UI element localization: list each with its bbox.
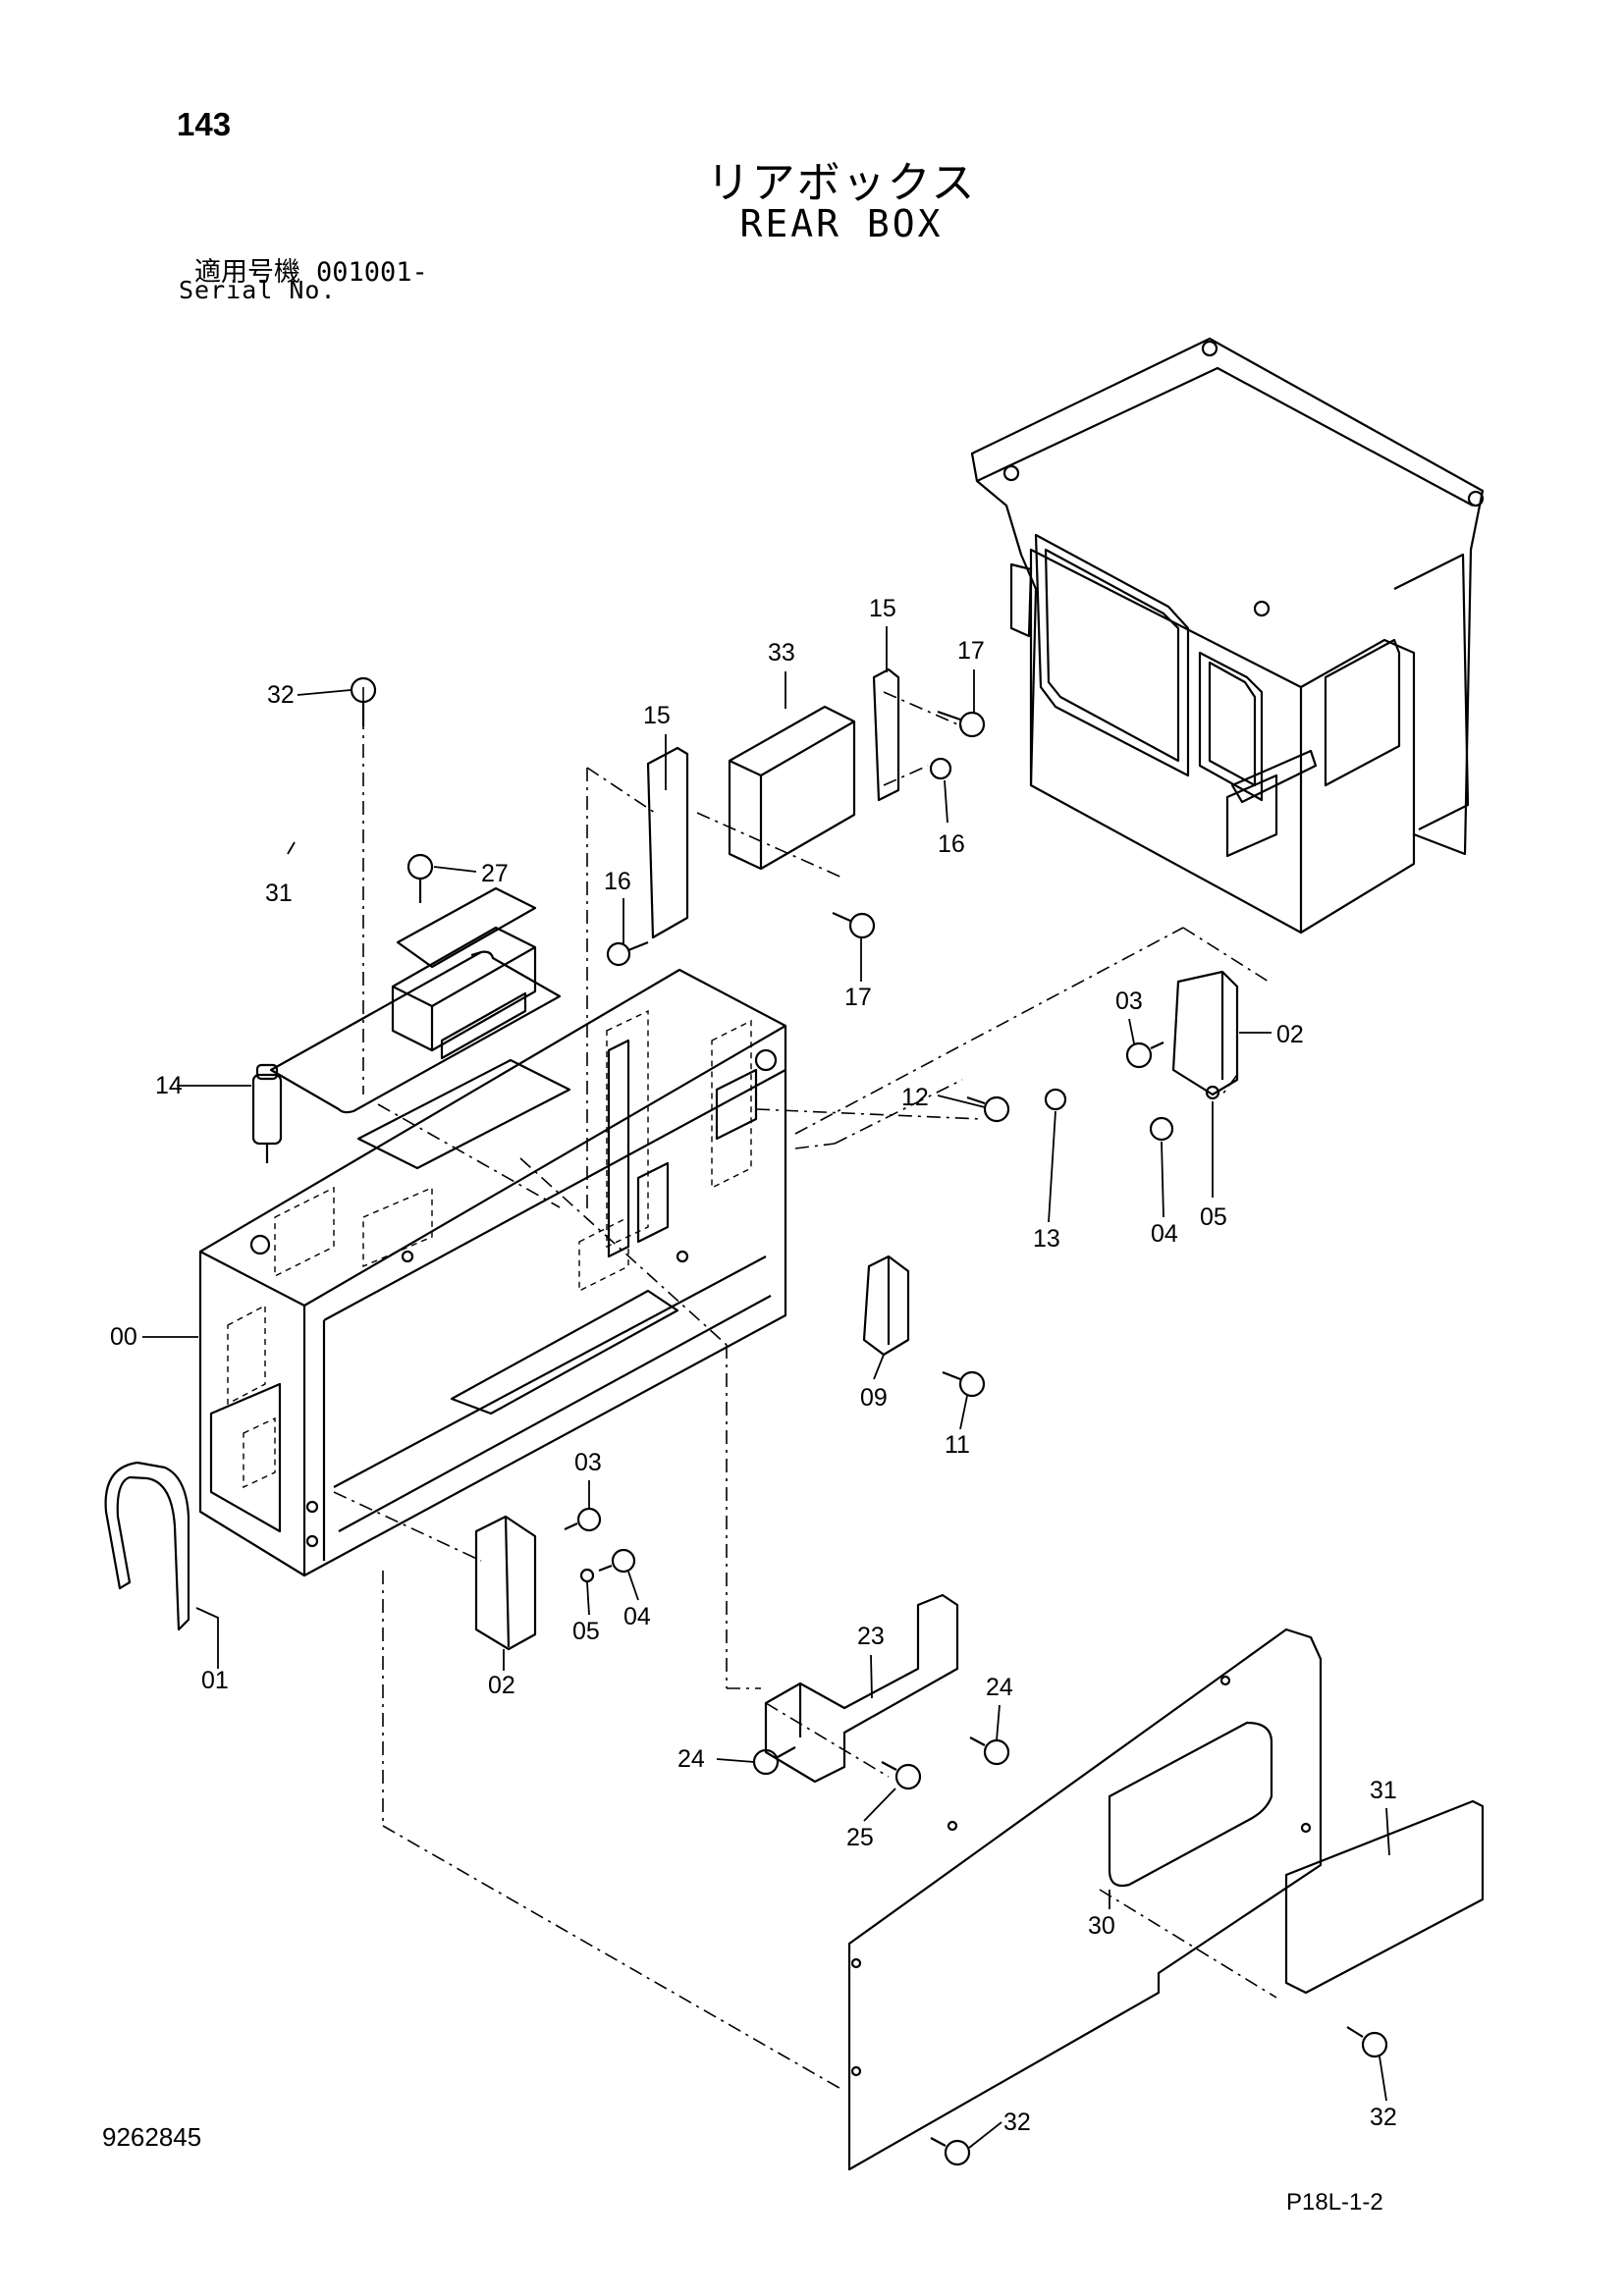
controller-and-brackets <box>646 667 900 939</box>
callout-01: 01 <box>201 1667 229 1694</box>
callout-leader-31 <box>1385 1807 1390 1856</box>
callout-leader-01 <box>195 1607 219 1669</box>
handle-part <box>104 1461 190 1631</box>
callout-leader-05 <box>586 1581 590 1616</box>
document-number: 9262845 <box>102 2122 202 2152</box>
connector-09 <box>862 1255 910 1357</box>
serial-label-english: Serial No. <box>179 276 337 304</box>
connector-02-lower <box>474 1515 537 1651</box>
callout-leader-23 <box>870 1654 873 1699</box>
callout-24: 24 <box>677 1745 705 1773</box>
back-panel-30 <box>847 1628 1323 2171</box>
callout-leader-27 <box>433 866 477 873</box>
serial-label-jp-text: 適用号機 <box>194 257 300 288</box>
callout-leader-04 <box>1161 1141 1164 1218</box>
callout-31: 31 <box>1370 1777 1397 1804</box>
callout-leader-24 <box>996 1704 1001 1741</box>
callout-14: 14 <box>155 1072 183 1099</box>
relay-block-part <box>391 886 537 1060</box>
callout-03: 03 <box>1115 988 1143 1015</box>
callout-32: 32 <box>267 681 295 709</box>
callout-17: 17 <box>957 637 985 665</box>
title-japanese: リアボックス <box>706 158 977 208</box>
plug-14 <box>251 1063 283 1163</box>
callout-04: 04 <box>623 1603 651 1630</box>
cover-plate-left <box>269 950 562 1114</box>
callout-12: 12 <box>901 1084 929 1111</box>
callout-leader-25 <box>863 1788 896 1822</box>
callout-09: 09 <box>860 1384 888 1412</box>
rear-box-frame <box>198 968 787 1577</box>
callout-32: 32 <box>1370 2104 1397 2131</box>
bolt-fasteners <box>350 676 1388 2166</box>
callout-33: 33 <box>768 639 795 667</box>
callout-13: 13 <box>1033 1225 1060 1253</box>
callout-16: 16 <box>938 830 965 858</box>
callout-17: 17 <box>844 984 872 1011</box>
callout-05: 05 <box>1200 1203 1227 1231</box>
callout-leader-32 <box>968 2121 1002 2149</box>
callout-04: 04 <box>1151 1220 1178 1248</box>
callout-23: 23 <box>857 1623 885 1650</box>
callout-leader-11 <box>959 1395 968 1430</box>
callout-30: 30 <box>1088 1912 1115 1940</box>
callout-leader-12 <box>937 1095 986 1108</box>
connector-02-right <box>1171 970 1239 1096</box>
cover-plate-right <box>1284 1799 1485 1995</box>
callout-leader-03 <box>1128 1018 1135 1044</box>
callout-15: 15 <box>869 595 896 622</box>
callout-leader-31 <box>287 841 296 855</box>
callout-leader-09 <box>873 1354 885 1380</box>
bracket-23 <box>764 1593 959 1784</box>
rear-box-hidden-lines <box>227 1009 752 1489</box>
callout-leader-13 <box>1048 1110 1056 1223</box>
callout-02: 02 <box>488 1672 515 1699</box>
callout-02: 02 <box>1276 1021 1304 1048</box>
callout-05: 05 <box>572 1618 600 1645</box>
callout-24: 24 <box>986 1674 1013 1701</box>
serial-value: 001001- <box>316 257 428 288</box>
sheet-code: P18L-1-2 <box>1286 2189 1383 2216</box>
callout-27: 27 <box>481 860 509 887</box>
callout-leader-24 <box>716 1758 755 1763</box>
title-english: REAR BOX <box>739 202 944 245</box>
callout-25: 25 <box>846 1824 874 1851</box>
assembly-dash-lines <box>333 687 1277 2092</box>
callout-11: 11 <box>945 1431 970 1459</box>
callout-leader-16 <box>944 779 948 824</box>
callout-31: 31 <box>265 880 293 907</box>
callout-32: 32 <box>1003 2109 1031 2136</box>
callout-labels: 32 31 27 14 00 01 15 33 16 17 17 15 16 03 02 12 13 04 05 09… <box>110 595 1397 2149</box>
callout-leader-04 <box>627 1571 639 1601</box>
callout-leader-32 <box>1379 2056 1387 2102</box>
callout-16: 16 <box>604 868 631 895</box>
callout-leader-32 <box>297 689 352 696</box>
cab-illustration <box>970 337 1485 934</box>
serial-label-japanese: 適用号機 001001- <box>194 250 428 289</box>
callout-00: 00 <box>110 1323 137 1351</box>
page-number: 143 <box>177 106 232 142</box>
callout-03: 03 <box>574 1449 602 1476</box>
callout-15: 15 <box>643 702 671 729</box>
